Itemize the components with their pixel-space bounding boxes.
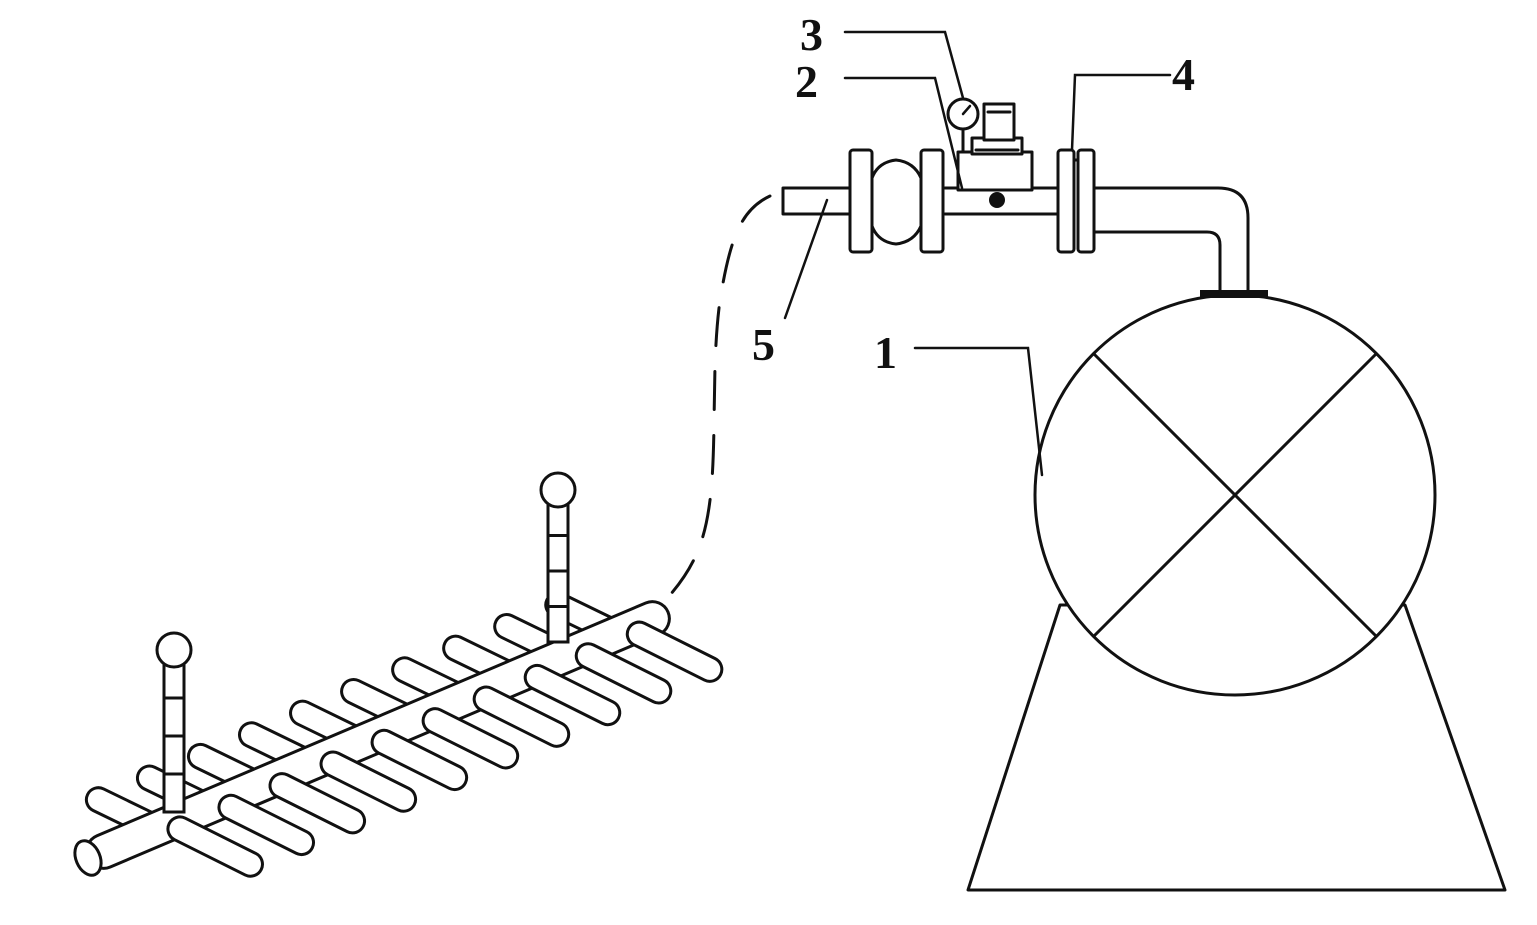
flange-4-left [1056,148,1076,254]
branch-tube-front [421,707,520,770]
valve-2-actuator [982,102,1016,142]
flexible-hose-dashed [668,194,772,597]
flange-right-of-bellows [919,148,945,254]
distribution-manifold [73,471,724,878]
label-3: 3 [800,9,823,60]
branch-tube-front [166,815,264,878]
storage-tank [966,290,1507,892]
branch-tube-front [625,620,724,683]
branch-tube-front [370,728,469,792]
pipe-elbow-inner [1093,230,1222,294]
riser-left-ball [155,631,193,669]
branch-tube-front [268,772,367,835]
outlet-pipe-5 [781,186,852,216]
leader-line-4 [1070,73,1172,152]
valve-2-body [956,150,1034,192]
riser-right-ball [539,471,577,509]
manifold-end-cap [73,839,103,877]
label-2: 2 [795,56,818,107]
branch-tube-front [523,663,622,727]
valve-2-drain-point [989,192,1005,208]
leader-line-1 [913,346,1044,477]
expansion-bellows [870,158,923,246]
pipe-elbow-outer [1093,186,1250,294]
tank-cross-line-2 [1092,352,1378,638]
branch-tube-front [574,642,673,705]
label-4: 4 [1172,49,1195,100]
flange-left-of-bellows [848,148,874,254]
leader-line-5 [783,198,829,320]
branch-tube-front [319,750,418,813]
leader-lines [783,30,1172,477]
leader-line-3 [843,30,965,100]
gauge-3-needle [961,104,972,116]
leader-line-2 [843,76,964,190]
branch-tube-front [472,685,571,748]
flange-4-right [1076,148,1096,254]
label-1: 1 [874,327,897,378]
tank-nozzle-base [1200,290,1268,298]
branch-tube-front [217,793,316,857]
label-5: 5 [752,319,775,370]
